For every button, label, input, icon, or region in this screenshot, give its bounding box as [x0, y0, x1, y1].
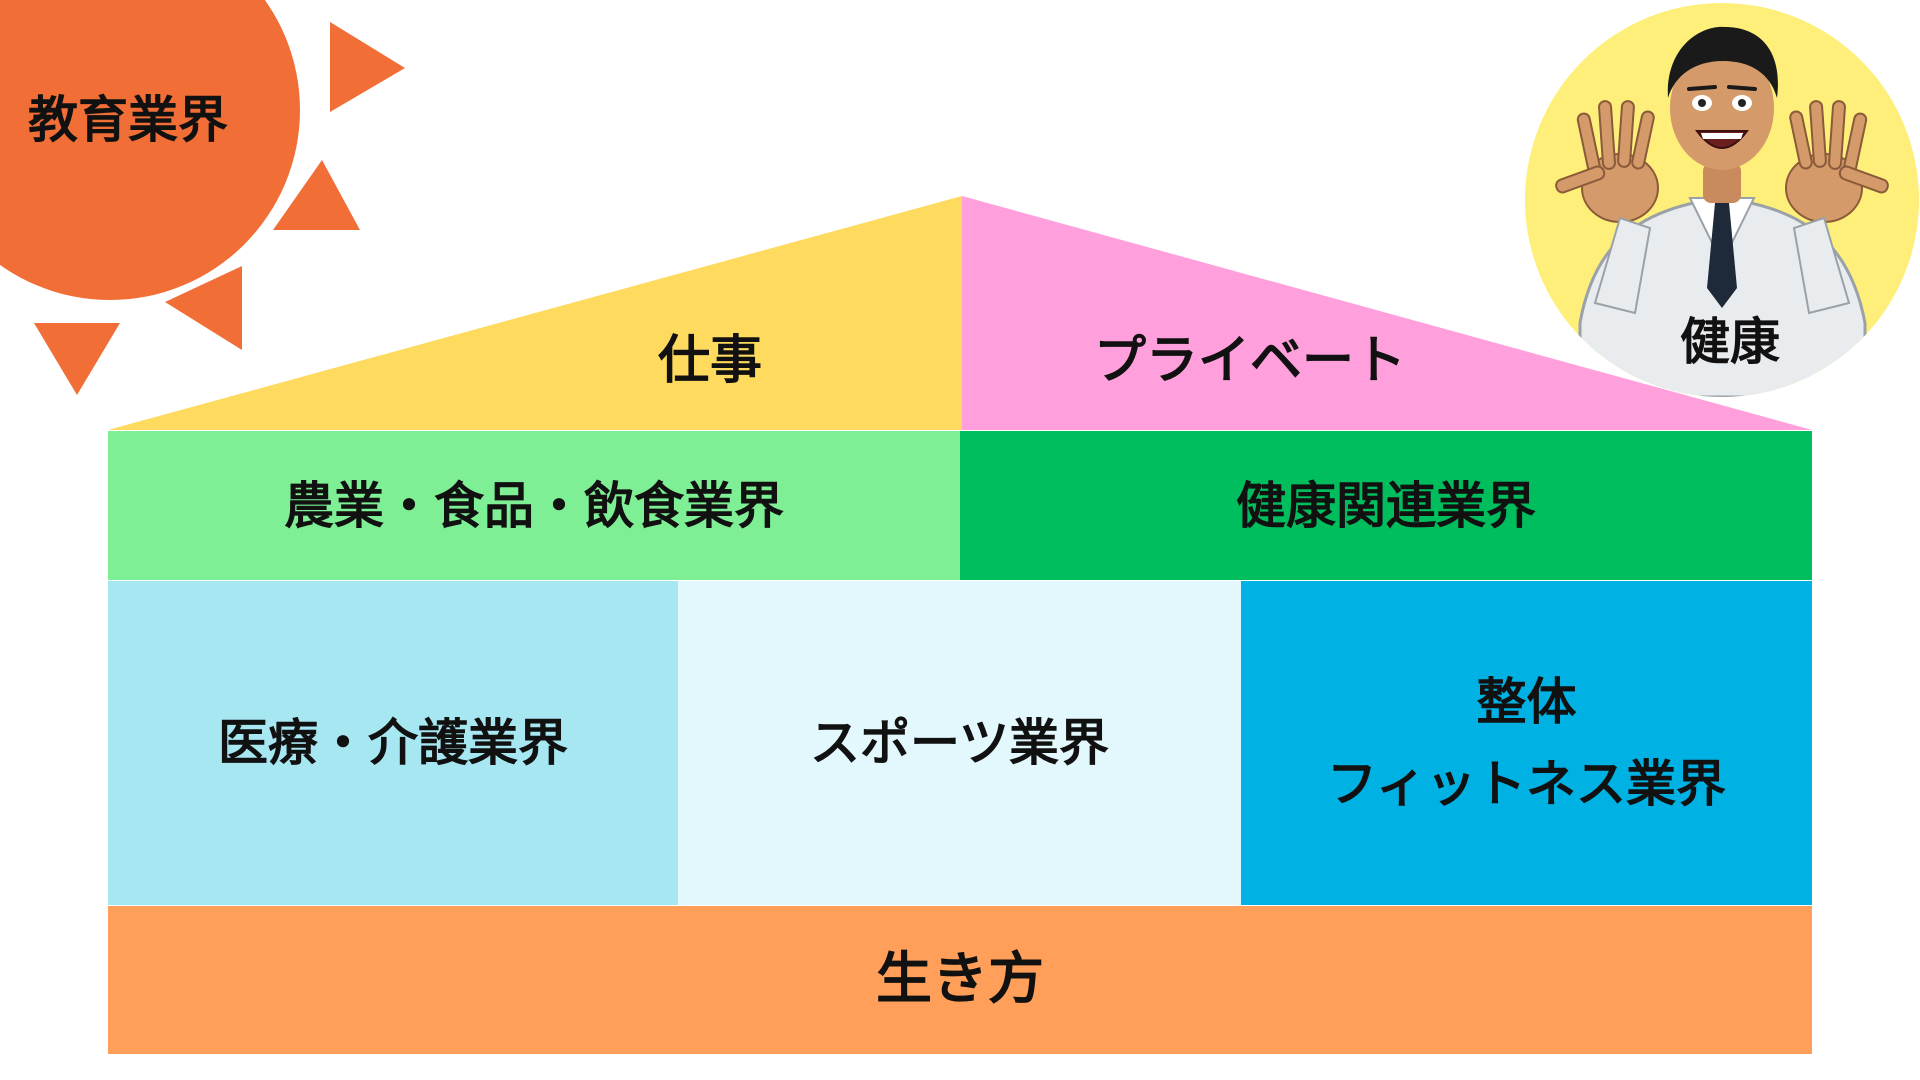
foundation-block: 生き方 — [108, 906, 1812, 1054]
block-seitai-label-line2: フィットネス業界 — [1327, 754, 1726, 813]
block-medical-care: 医療・介護業界 — [108, 581, 678, 905]
foundation-label: 生き方 — [876, 946, 1044, 1013]
block-sports-label: スポーツ業界 — [810, 713, 1109, 772]
sun-icon — [0, 0, 405, 395]
health-badge — [1525, 3, 1919, 397]
block-sports: スポーツ業界 — [678, 581, 1241, 905]
smiling-doctor-illustration — [1555, 26, 1889, 397]
block-agri-food: 農業・食品・飲食業界 — [108, 431, 960, 580]
block-medical-care-label: 医療・介護業界 — [218, 713, 568, 772]
sun-label: 教育業界 — [28, 90, 228, 149]
roof-left-label: 仕事 — [657, 330, 762, 391]
block-health-related: 健康関連業界 — [960, 431, 1812, 580]
block-agri-food-label: 農業・食品・飲食業界 — [284, 475, 784, 535]
block-seitai-label-line1: 整体 — [1476, 671, 1577, 731]
roof-right-label: プライベート — [1093, 330, 1406, 391]
block-health-related-label: 健康関連業界 — [1236, 475, 1536, 535]
health-badge-label: 健康 — [1680, 312, 1780, 371]
roof-left — [108, 196, 962, 430]
roof-right — [962, 196, 1812, 430]
block-seitai-fitness: 整体 フィットネス業界 — [1241, 581, 1812, 905]
